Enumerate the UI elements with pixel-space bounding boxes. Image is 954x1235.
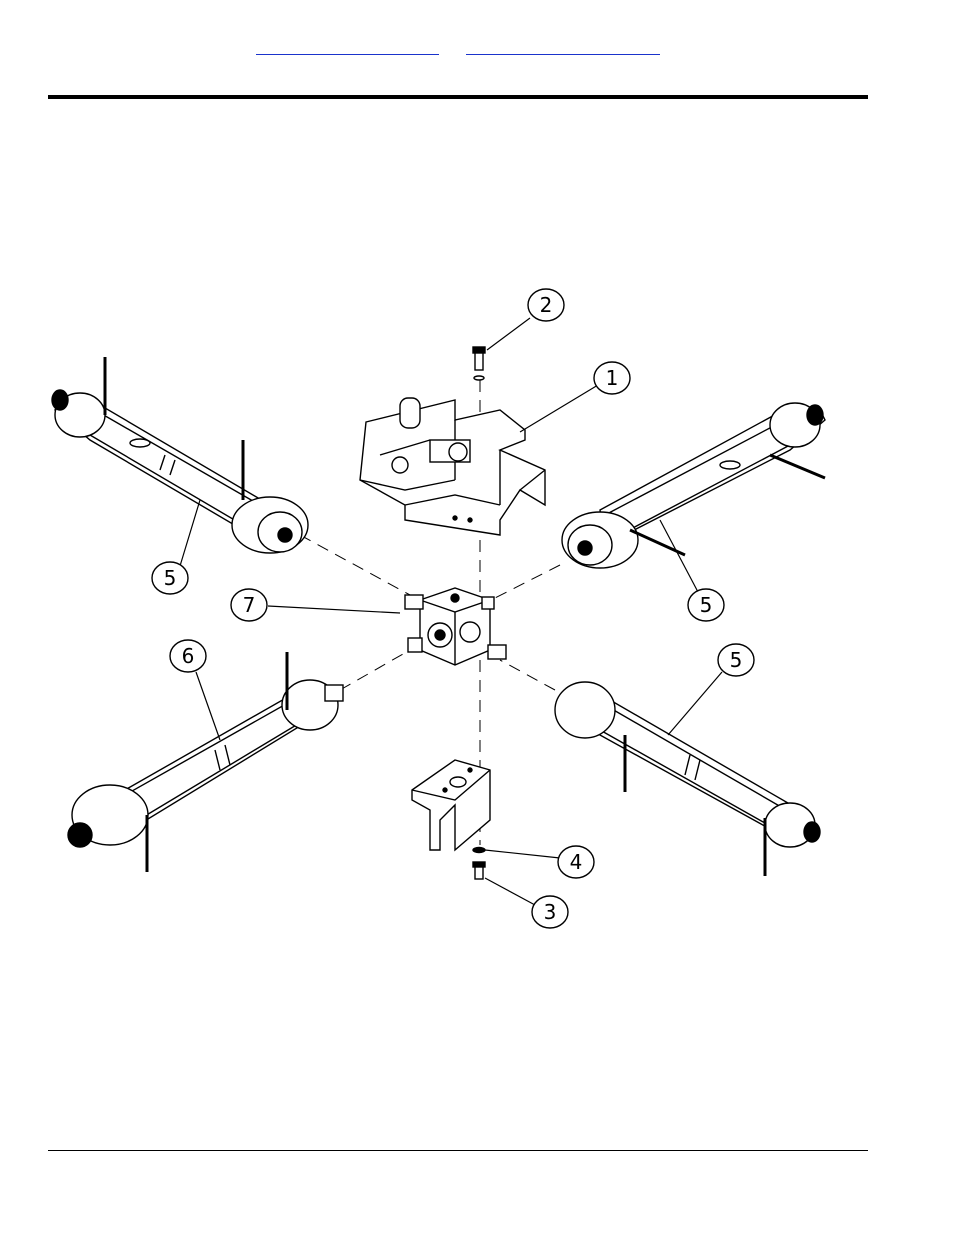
- lower-mount-bracket: [412, 760, 490, 850]
- gearbox-mount-frame: [360, 398, 545, 535]
- driveshaft-lower-right: [555, 682, 820, 876]
- driveshaft-upper-right: [562, 403, 825, 568]
- driveshaft-lower-left: [68, 652, 343, 872]
- gearbox: [405, 588, 506, 665]
- callout-3: 3: [532, 896, 568, 928]
- svg-text:2: 2: [540, 293, 553, 317]
- callout-7: 7: [231, 589, 267, 621]
- driveshaft-upper-left: [52, 357, 308, 553]
- callout-5-lower-right: 5: [718, 644, 754, 676]
- callout-2: 2: [528, 289, 564, 321]
- svg-text:5: 5: [730, 648, 743, 672]
- svg-text:7: 7: [243, 593, 256, 617]
- svg-text:1: 1: [606, 366, 619, 390]
- svg-text:5: 5: [164, 566, 177, 590]
- callout-6: 6: [170, 640, 206, 672]
- callout-1: 1: [594, 362, 630, 394]
- callout-5-upper-left: 5: [152, 562, 188, 594]
- svg-text:5: 5: [700, 593, 713, 617]
- svg-text:4: 4: [570, 850, 583, 874]
- callout-5-upper-right: 5: [688, 589, 724, 621]
- svg-text:6: 6: [182, 644, 195, 668]
- callout-4: 4: [558, 846, 594, 878]
- bolt-part-3: [473, 862, 485, 879]
- footer-rule: [48, 1150, 868, 1151]
- bolt-part-2: [473, 347, 485, 380]
- washer-part-4: [473, 848, 485, 853]
- svg-text:3: 3: [544, 900, 557, 924]
